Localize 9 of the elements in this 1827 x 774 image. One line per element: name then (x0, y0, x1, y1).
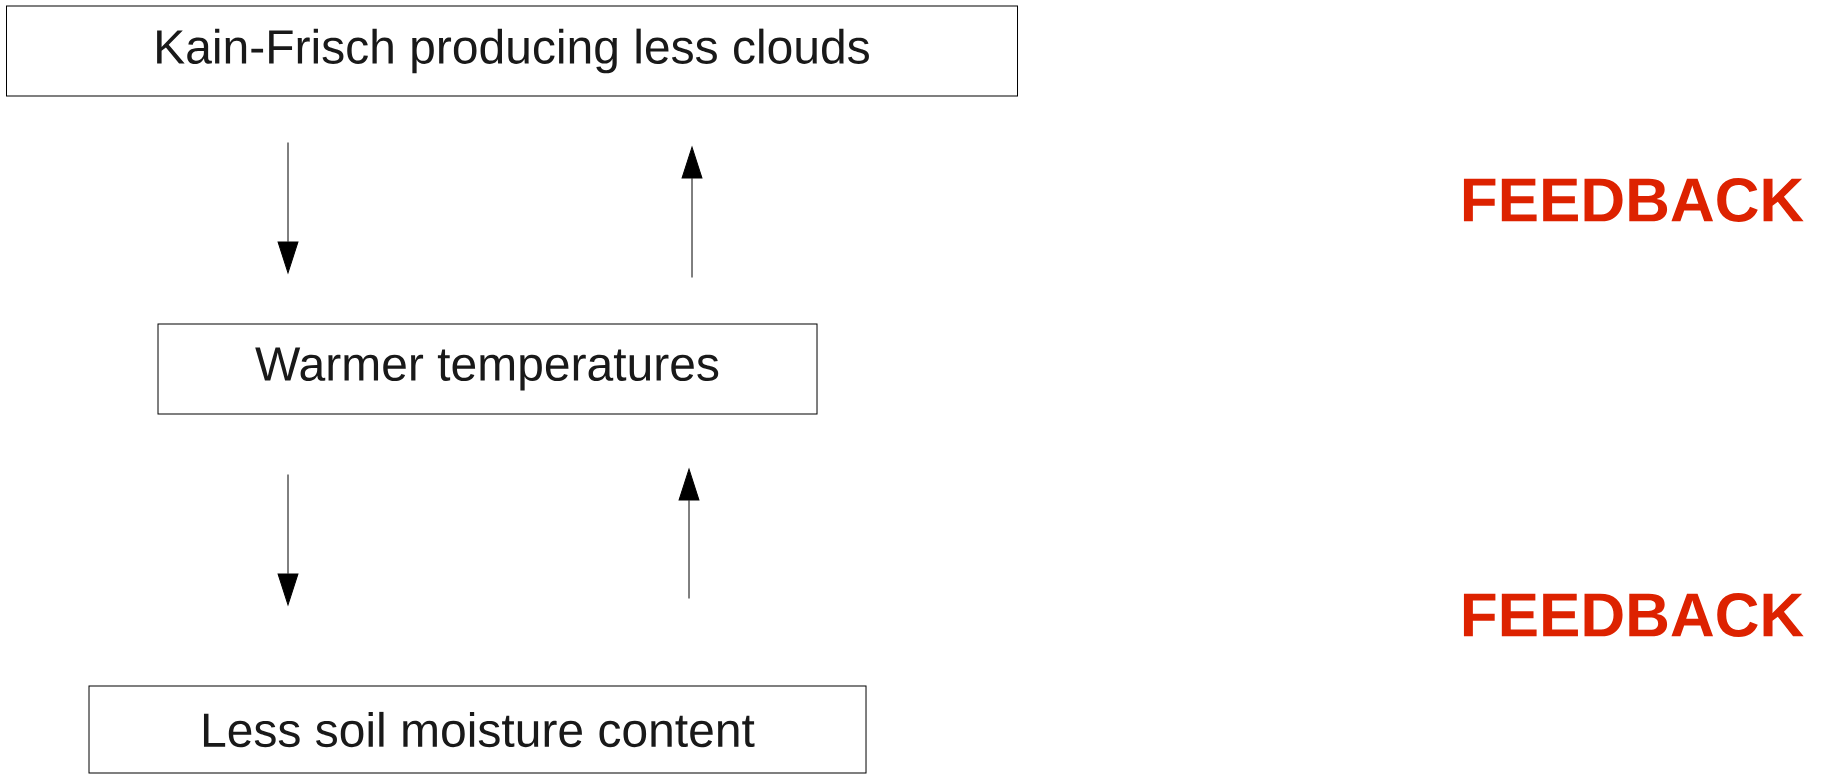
arrow (681, 146, 703, 278)
arrow (277, 142, 299, 274)
feedback-label: FEEDBACK (1463, 593, 1804, 637)
feedback-label: FEEDBACK (1463, 178, 1804, 222)
arrow (277, 474, 299, 606)
process-box: Less soil moisture content (88, 685, 867, 774)
process-box: Kain-Frisch producing less clouds (6, 5, 1018, 97)
process-box: Warmer temperatures (157, 323, 818, 415)
arrow (678, 468, 700, 599)
